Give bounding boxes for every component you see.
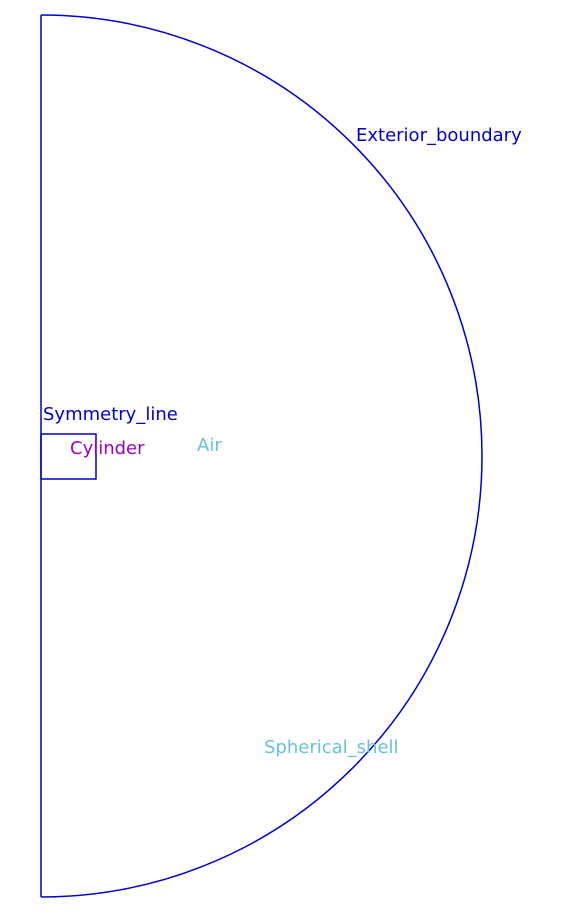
exterior-boundary-label: Exterior_boundary (356, 125, 522, 146)
symmetry-line-label: Symmetry_line (43, 404, 178, 425)
spherical-shell-label: Spherical_shell (264, 737, 399, 758)
cylinder-rect (40, 433, 97, 480)
cylinder-label: Cylinder (70, 438, 145, 459)
air-label: Air (197, 435, 222, 456)
exterior-boundary-arc (40, 14, 483, 898)
